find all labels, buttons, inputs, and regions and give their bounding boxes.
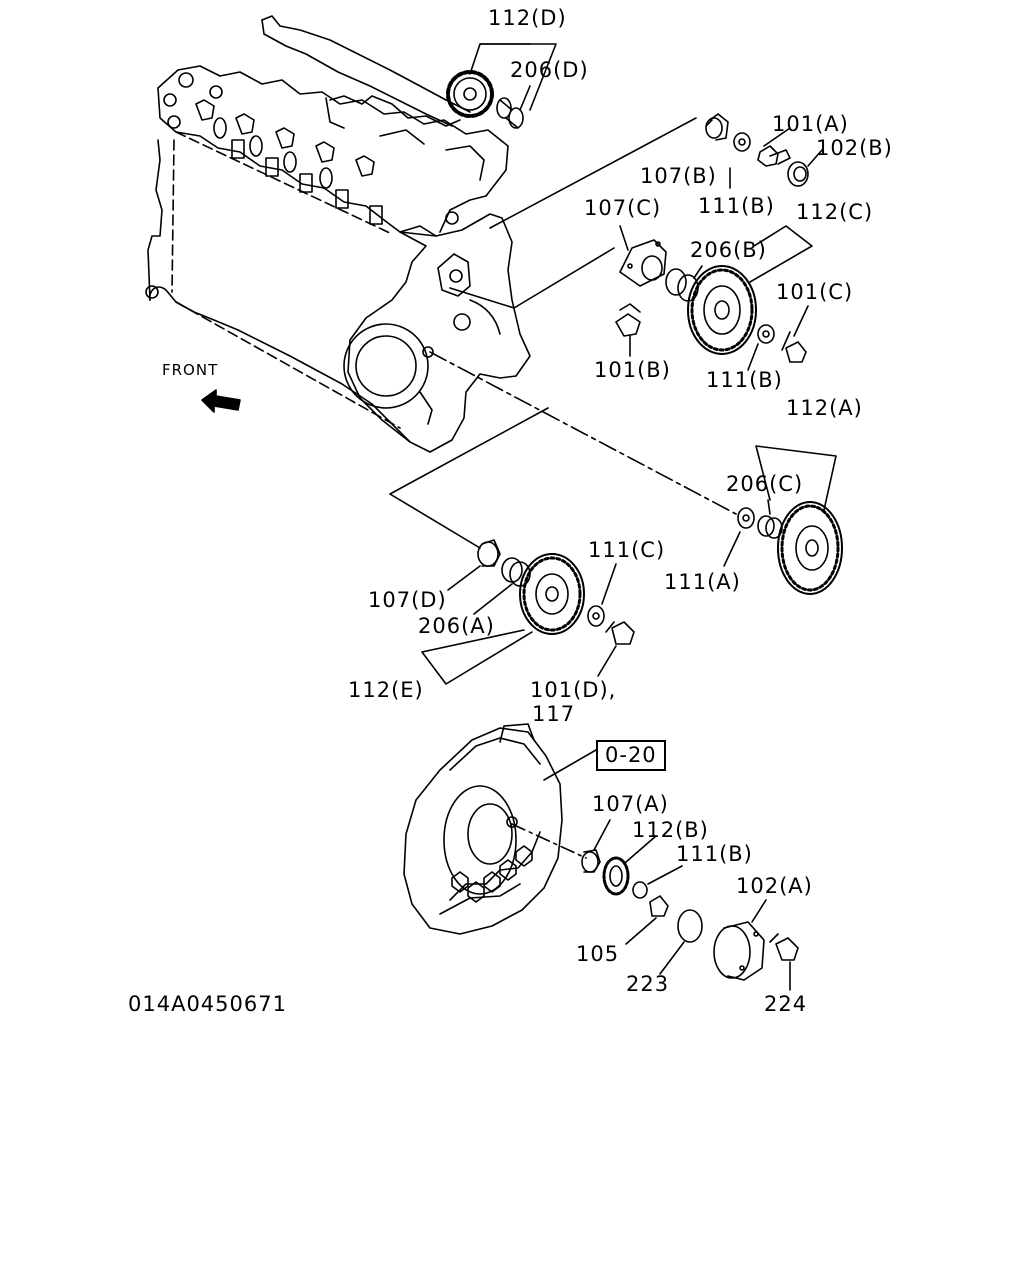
callout-101a[interactable]: 101(A): [772, 112, 849, 136]
callout-101c[interactable]: 101(C): [776, 280, 854, 304]
bushing-107b: [705, 113, 729, 141]
washer-111c: [587, 605, 605, 627]
engine-block: [145, 15, 531, 453]
bushing-107d: [477, 539, 501, 567]
bolt-101c: [781, 331, 807, 363]
callout-117[interactable]: 117: [532, 702, 576, 726]
callout-206b[interactable]: 206(B): [690, 238, 767, 262]
o-ring-223: [677, 909, 703, 943]
gear-112e: [519, 553, 585, 635]
callout-112a[interactable]: 112(A): [786, 396, 863, 420]
front-arrow-icon: [201, 389, 241, 413]
flywheel-housing: [403, 723, 597, 935]
callout-112e[interactable]: 112(E): [348, 678, 424, 702]
bolt-101a: [757, 145, 791, 167]
callout-111c[interactable]: 111(C): [588, 538, 666, 562]
washer-111b: [733, 132, 751, 152]
callout-107a[interactable]: 107(A): [592, 792, 669, 816]
callout-101b[interactable]: 101(B): [594, 358, 671, 382]
bolt-101d: [605, 621, 635, 645]
seal-102b: [787, 161, 809, 187]
callout-111b-1[interactable]: 111(B): [698, 194, 775, 218]
callout-102b[interactable]: 102(B): [816, 136, 893, 160]
callout-224[interactable]: 224: [764, 992, 808, 1016]
callout-111a[interactable]: 111(A): [664, 570, 741, 594]
bushing-206d: [496, 97, 524, 129]
callout-111b-3[interactable]: 111(B): [676, 842, 753, 866]
front-label: FRONT: [162, 361, 219, 379]
callout-105[interactable]: 105: [576, 942, 620, 966]
bolt-224: [769, 933, 799, 961]
callout-107c[interactable]: 107(C): [584, 196, 662, 220]
cover-102a: [713, 921, 765, 981]
callout-107d[interactable]: 107(D): [368, 588, 447, 612]
callout-112d[interactable]: 112(D): [488, 6, 567, 30]
figure-id: 014A0450671: [128, 992, 287, 1016]
callout-101d[interactable]: 101(D),: [530, 678, 617, 702]
bolt-105: [649, 895, 669, 917]
callout-223[interactable]: 223: [626, 972, 670, 996]
reference-box[interactable]: 0-20: [596, 740, 666, 771]
bolt-101b: [615, 303, 641, 337]
callout-112c[interactable]: 112(C): [796, 200, 874, 224]
gear-112b: [602, 856, 630, 896]
callout-206c[interactable]: 206(C): [726, 472, 804, 496]
callout-102a[interactable]: 102(A): [736, 874, 813, 898]
callout-107b[interactable]: 107(B): [640, 164, 717, 188]
bushing-107a: [581, 849, 601, 873]
shaft-107c: [619, 239, 667, 287]
callout-206a[interactable]: 206(A): [418, 614, 495, 638]
gear-112a: [777, 501, 843, 595]
callout-206d[interactable]: 206(D): [510, 58, 589, 82]
washer-111a: [737, 507, 755, 529]
gear-112d: [446, 70, 494, 118]
callout-112b[interactable]: 112(B): [632, 818, 709, 842]
gear-112c: [687, 265, 757, 355]
callout-111b-2[interactable]: 111(B): [706, 368, 783, 392]
